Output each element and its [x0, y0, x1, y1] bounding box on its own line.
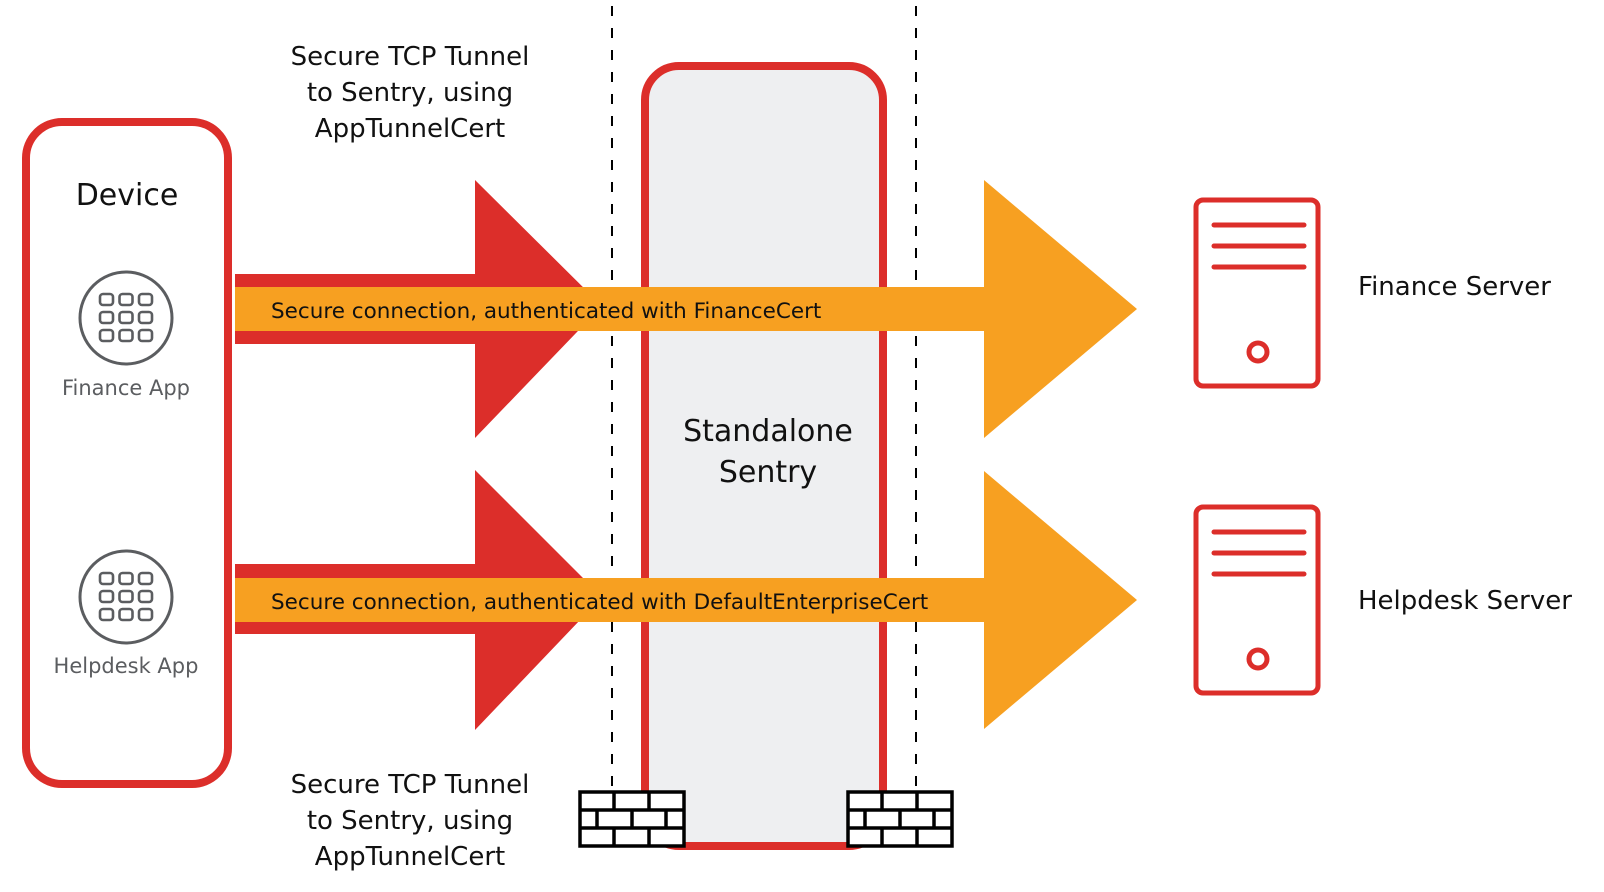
sentry-label-line1: Standalone	[683, 414, 853, 449]
helpdesk-server-icon	[1196, 507, 1318, 693]
tunnel-label-top-line3: AppTunnelCert	[315, 114, 505, 144]
tunnel-label-bottom-line2: to Sentry, using	[307, 806, 513, 836]
tunnel-label-top-line2: to Sentry, using	[307, 78, 513, 108]
sentry-box	[641, 62, 887, 850]
tunnel-label-bottom-line1: Secure TCP Tunnel	[291, 770, 530, 800]
finance-server-label: Finance Server	[1358, 272, 1551, 302]
connection-arrow-top	[235, 180, 1137, 438]
connection-label-helpdesk: Secure connection, authenticated with De…	[271, 590, 928, 615]
helpdesk-app-label: Helpdesk App	[54, 654, 199, 678]
helpdesk-app-icon[interactable]	[78, 549, 174, 645]
finance-app-label: Finance App	[62, 376, 190, 400]
finance-app-icon[interactable]	[78, 270, 174, 366]
connection-label-finance: Secure connection, authenticated with Fi…	[271, 299, 821, 324]
device-box	[22, 118, 232, 788]
device-title: Device	[76, 178, 179, 213]
firewall-icon-right	[846, 790, 954, 848]
tunnel-label-bottom-line3: AppTunnelCert	[315, 842, 505, 872]
helpdesk-server-label: Helpdesk Server	[1358, 586, 1572, 616]
tunnel-label-top-line1: Secure TCP Tunnel	[291, 42, 530, 72]
sentry-label-line2: Sentry	[719, 455, 817, 490]
connection-arrow-bottom	[235, 471, 1137, 729]
finance-server-icon	[1196, 200, 1318, 386]
firewall-icon-left	[578, 790, 686, 848]
